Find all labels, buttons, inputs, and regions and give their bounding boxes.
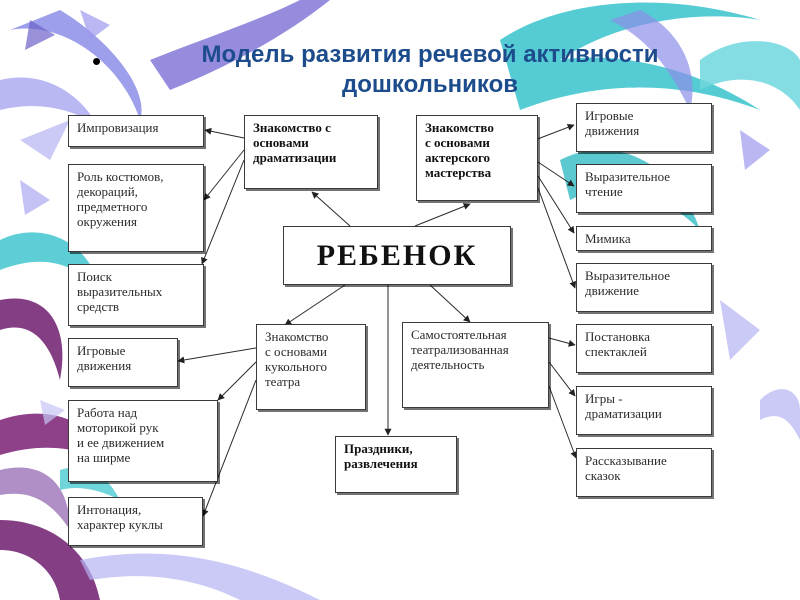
- left-item-intonation: Интонация, характер куклы: [68, 497, 203, 546]
- right-item-staging: Постановка спектаклей: [576, 324, 712, 373]
- edge-puppet-hand-work: [217, 361, 257, 401]
- right-item-storytelling: Рассказывание сказок: [576, 448, 712, 497]
- right-item-dramatization-games: Игры - драматизации: [576, 386, 712, 435]
- slide-title-line-1: Модель развития речевой активности: [201, 41, 659, 68]
- edge-center-independent: [429, 284, 471, 323]
- edge-independent-storytelling: [548, 385, 578, 459]
- left-item-improvisation: Импровизация: [68, 115, 204, 147]
- edge-independent-dramatization-games: [548, 361, 576, 397]
- hub-dramatization: Знакомство с основами драматизации: [244, 115, 378, 189]
- right-item-expressive-reading: Выразительное чтение: [576, 164, 712, 213]
- slide-bullet: •: [92, 46, 102, 76]
- left-item-costumes: Роль костюмов, декораций, предметного ок…: [68, 164, 204, 252]
- edge-puppet-game-moves: [177, 347, 257, 364]
- edge-acting-expressive-reading: [537, 161, 575, 187]
- edge-dramatization-costumes: [203, 149, 245, 201]
- slide-title-line-2: дошкольников: [341, 71, 518, 98]
- edge-center-puppet: [284, 284, 346, 326]
- edge-center-dramatization: [311, 191, 351, 227]
- right-item-expressive-movement: Выразительное движение: [576, 263, 712, 312]
- edge-puppet-intonation: [202, 379, 257, 517]
- center-node-child: РЕБЕНОК: [283, 226, 511, 285]
- hub-independent: Самостоятельная театрализованная деятель…: [402, 322, 549, 408]
- right-item-game-moves: Игровые движения: [576, 103, 712, 152]
- edge-dramatization-expressive-means: [201, 159, 245, 265]
- edge-independent-staging: [548, 337, 576, 347]
- left-item-hand-work: Работа над моторикой рук и ее движением …: [68, 400, 218, 482]
- right-item-mimicry: Мимика: [576, 226, 712, 251]
- hub-acting: Знакомство с основами актерского мастерс…: [416, 115, 538, 201]
- left-item-expressive-means: Поиск выразительных средств: [68, 264, 204, 326]
- edge-acting-mimicry: [537, 175, 575, 234]
- hub-holidays: Праздники, развлечения: [335, 436, 457, 493]
- left-item-game-moves: Игровые движения: [68, 338, 178, 387]
- edge-dramatization-improvisation: [204, 127, 245, 139]
- edge-acting-game-moves: [534, 123, 575, 141]
- edge-center-acting: [414, 203, 471, 227]
- hub-puppet: Знакомство с основами кукольного театра: [256, 324, 366, 410]
- slide-title: Модель развития речевой активности дошко…: [120, 40, 740, 100]
- edge-acting-expressive-movement: [537, 187, 577, 289]
